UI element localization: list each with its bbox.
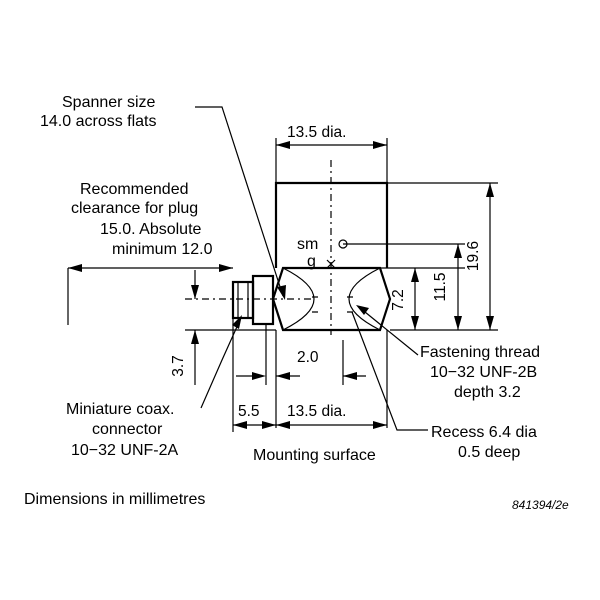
recess-label-line2: 0.5 deep	[458, 444, 520, 461]
spanner-leader	[195, 106, 284, 297]
bottom-diameter-label: 13.5 dia.	[287, 403, 346, 420]
connector-nut	[251, 274, 275, 326]
dimension-7-2	[411, 268, 419, 330]
height-hex-label: 11.5	[432, 272, 449, 301]
coax-label-line2: connector	[92, 421, 163, 438]
coax-connector	[231, 280, 255, 320]
fastening-label-line3: depth 3.2	[454, 384, 521, 401]
sm-label: sm	[297, 236, 318, 253]
height-center-label: 7.2	[390, 289, 407, 311]
clearance-label-line4: minimum 12.0	[112, 241, 213, 258]
clearance-label-line2: clearance for plug	[71, 200, 198, 217]
dimension-19-6	[486, 183, 494, 330]
spanner-label-line1: Spanner size	[62, 94, 155, 111]
recess-leader	[351, 311, 428, 431]
height-total-label: 19.6	[465, 241, 482, 271]
units-note: Dimensions in millimetres	[24, 491, 205, 508]
hex-face-left	[282, 267, 315, 331]
recess-label-line1: Recess 6.4 dia	[431, 424, 537, 441]
coax-arrow	[232, 315, 242, 329]
top-diameter-dimension	[275, 138, 388, 183]
fastening-arrow	[356, 305, 369, 315]
clearance-dimension	[67, 264, 233, 325]
dimension-11-5	[454, 244, 462, 330]
fastening-label-line2: 10−32 UNF-2B	[430, 364, 537, 381]
thread-mark	[312, 296, 318, 313]
connector-offset-label: 3.7	[170, 355, 187, 377]
dimension-3-7	[185, 270, 276, 385]
dimension-2-0	[236, 324, 366, 385]
top-diameter-label: 13.5 dia.	[287, 124, 346, 141]
drawing-code: 841394/2e	[512, 498, 569, 512]
recess-offset-label: 2.0	[297, 349, 319, 366]
bottom-diameter-dimension	[275, 330, 388, 429]
spanner-arrow	[277, 285, 286, 300]
coax-label-line1: Miniature coax.	[66, 401, 175, 418]
clearance-label-line3: 15.0. Absolute	[100, 221, 202, 238]
hex-face-right	[348, 267, 381, 331]
coax-leader	[200, 319, 241, 409]
fastening-leader	[364, 311, 419, 356]
connector-length-label: 5.5	[238, 403, 260, 420]
coax-label-line3: 10−32 UNF-2A	[71, 442, 178, 459]
spanner-label-line2: 14.0 across flats	[40, 113, 157, 130]
fastening-label-line1: Fastening thread	[420, 344, 540, 361]
clearance-label-line1: Recommended	[80, 181, 189, 198]
mounting-surface-label: Mounting surface	[253, 447, 376, 464]
g-label: g	[307, 253, 316, 270]
